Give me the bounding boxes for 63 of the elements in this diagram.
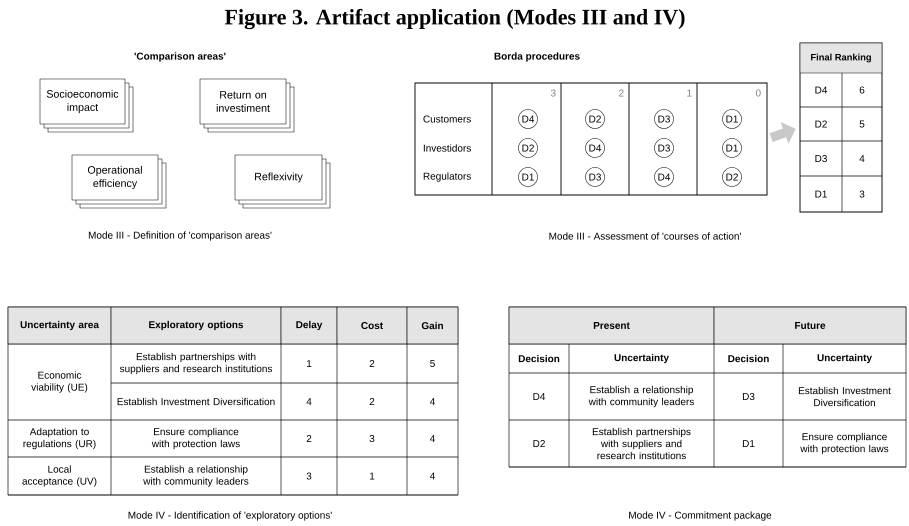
table-cell: 3 — [860, 190, 864, 198]
table-cell: Economic viability (UE) — [31, 371, 88, 393]
table-cell: 5 — [860, 120, 864, 128]
stacked-box: Return on investiment — [200, 78, 294, 132]
table-cell: Establish a relationship with community leaders — [588, 386, 694, 408]
table-cell: Establish Investment Diversification — [798, 386, 891, 406]
table-cell: 1 — [306, 360, 312, 367]
header-cell: Decision — [518, 354, 560, 362]
header-cell: Present — [508, 306, 714, 344]
row-label: Regulators — [424, 172, 471, 182]
stacked-box: Socioeconomic impact — [40, 78, 134, 132]
header-cell: Uncertainty area — [8, 306, 112, 344]
table-cell: 5 — [430, 360, 435, 367]
score-number: 0 — [756, 89, 761, 97]
caption: Mode III - Assessment of 'courses of action' — [549, 232, 741, 240]
stacked-box: Operational efficiency — [72, 154, 166, 208]
title: Figure 3. Artifact application (Modes III and IV) — [224, 8, 685, 30]
score-number: 2 — [619, 90, 624, 96]
table-cell: D4 — [815, 86, 828, 94]
table-cell: 6 — [860, 86, 864, 94]
header-cell: Uncertainty — [614, 354, 669, 364]
table-cell: D3 — [815, 154, 827, 162]
table-cell: D1 — [742, 440, 754, 447]
table-cell: Establish a relationship with community leaders — [143, 465, 248, 487]
header-cell: Decision — [728, 354, 769, 362]
table-cell: 2 — [370, 360, 374, 367]
table-cell: 4 — [306, 398, 312, 405]
score-number: 1 — [687, 90, 692, 96]
table-cell: D2 — [533, 440, 545, 447]
table-cell: Establish Investment Diversification — [118, 398, 275, 406]
table-cell: D4 — [533, 393, 546, 400]
heading: 'Comparison areas' — [134, 52, 226, 62]
table-cell: 3 — [306, 472, 312, 480]
table-cell: D1 — [815, 190, 827, 198]
table-cell: 4 — [430, 435, 435, 442]
caption: Mode IV - Identification of 'exploratory options' — [128, 511, 332, 521]
row-label: Customers — [423, 115, 471, 123]
table-cell: 1 — [370, 472, 374, 480]
node-label: Borda procedures — [494, 52, 580, 62]
table-cell: 4 — [430, 398, 435, 405]
table-cell: Adaptation to regulations (UR) — [24, 428, 96, 450]
table-cell: 4 — [430, 472, 435, 480]
table-cell: 2 — [306, 435, 312, 442]
header-cell: Cost — [336, 306, 408, 344]
table-cell: 3 — [370, 434, 374, 442]
score-number: 3 — [550, 89, 556, 97]
caption: Mode IV - Commitment package — [629, 511, 772, 521]
table-cell: D3 — [742, 392, 754, 400]
stacked-box: Reflexivity — [234, 154, 330, 208]
header-cell: Uncertainty — [818, 354, 872, 364]
table-cell: D2 — [815, 120, 827, 128]
table-cell: 4 — [859, 155, 864, 162]
table-cell: Establish partnerships with suppliers and research institutions — [120, 352, 272, 374]
table-cell: Ensure compliance with protection laws — [800, 432, 888, 454]
table-cell: Ensure compliance with protection laws — [152, 428, 240, 450]
table-cell: Establish partnerships with suppliers and research institutions — [592, 428, 691, 460]
row-label: Investidors — [424, 144, 471, 152]
header-cell: Delay — [280, 306, 338, 344]
table-cell: Local acceptance (UV) — [22, 465, 96, 487]
caption: Mode III - Definition of 'comparison areas' — [88, 231, 272, 241]
header-cell: Gain — [406, 306, 458, 344]
table-cell: 2 — [370, 398, 374, 405]
header-cell: Future — [714, 306, 906, 344]
